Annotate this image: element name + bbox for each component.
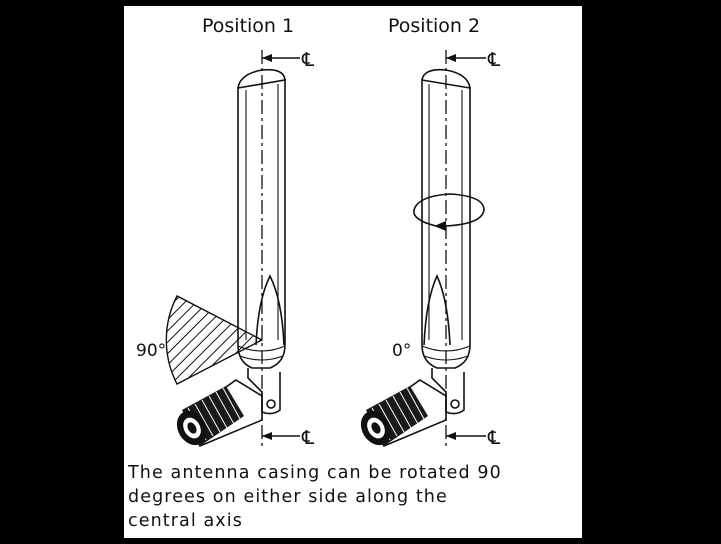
pivot-hole-1 (266, 399, 276, 409)
centerline-symbol-1-bottom: ℄ (301, 427, 315, 449)
centerline-symbol-1-top: ℄ (301, 49, 315, 71)
pivot-hole-2 (450, 399, 460, 409)
rotation-sector-90 (165, 295, 264, 385)
antenna-body-2 (421, 79, 471, 369)
antenna-position-2 (360, 50, 486, 450)
antenna-tip-element-2 (423, 274, 451, 346)
centerline-symbol-2-top: ℄ (487, 49, 501, 71)
caption-line-3: central axis (128, 511, 243, 531)
position-1-title: Position 1 (202, 15, 294, 37)
figure-panel (124, 6, 582, 538)
caption-line-2: degrees on either side along the (128, 487, 448, 507)
angle-label-0: 0° (392, 341, 411, 361)
position-2-title: Position 2 (388, 15, 480, 37)
antenna-tip-element-1 (255, 274, 285, 346)
rotation-arrow (413, 193, 485, 227)
antenna-position-1 (165, 50, 300, 450)
centerline-symbol-2-bottom: ℄ (487, 427, 501, 449)
angle-label-90: 90° (136, 341, 166, 361)
antenna-body-1 (237, 79, 286, 369)
caption-line-1: The antenna casing can be rotated 90 (127, 463, 502, 483)
